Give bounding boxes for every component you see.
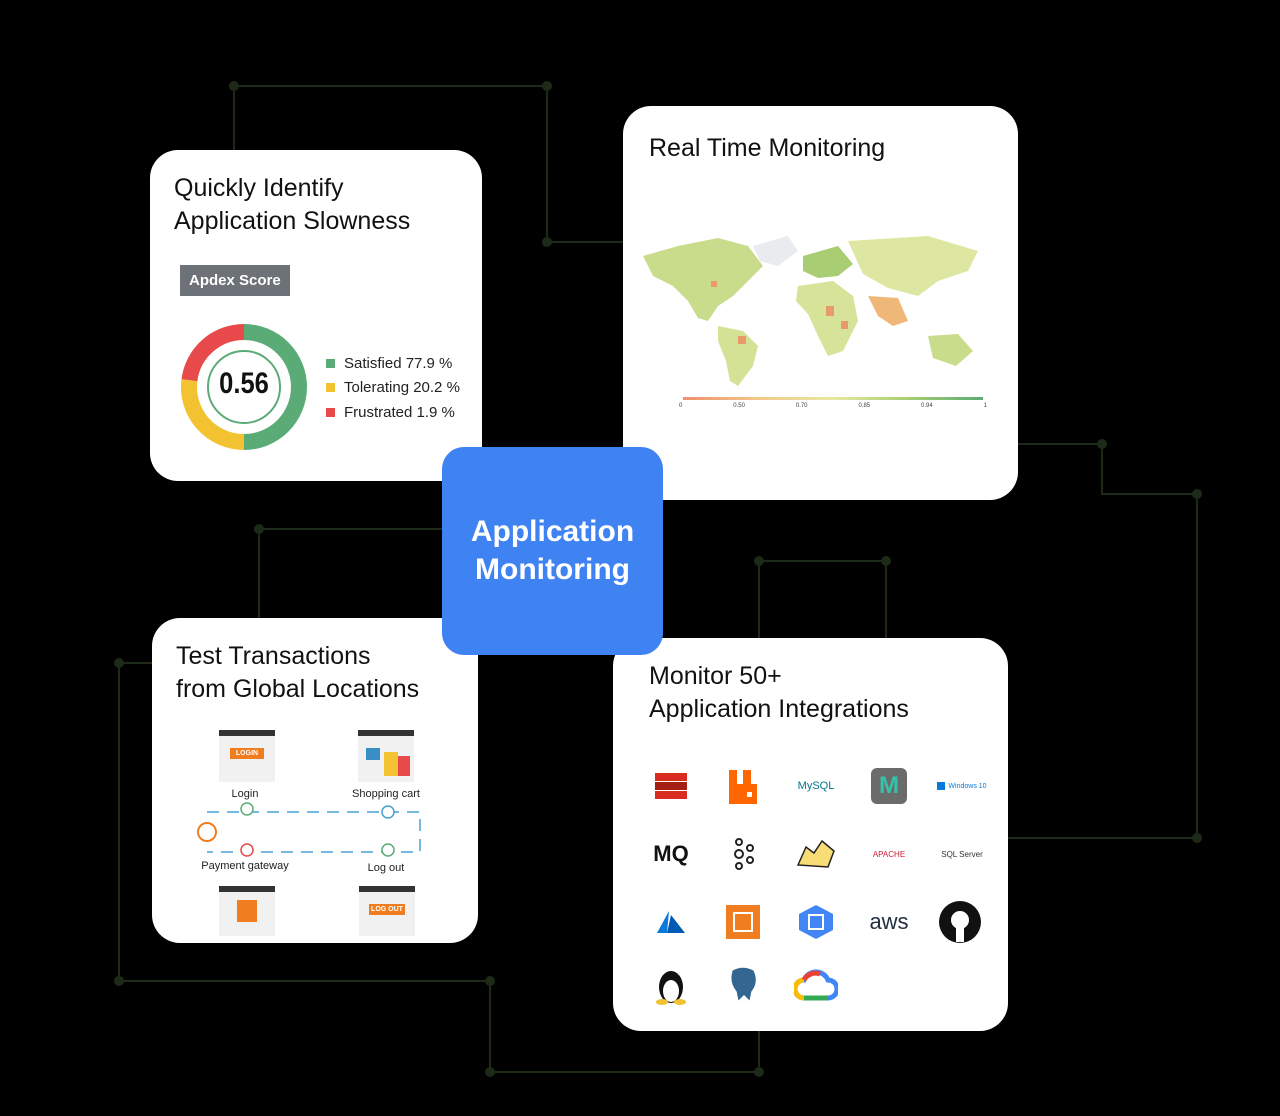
shopping-bag [398, 756, 410, 776]
flow-connector [197, 802, 421, 857]
logout-screen-icon: LOG OUT [359, 886, 415, 936]
legend-swatch [326, 359, 335, 368]
shopping-bag [384, 752, 398, 776]
rabbitmq-icon [720, 766, 766, 806]
integrations-card: Monitor 50+ Application Integrations MyS… [613, 638, 1008, 1031]
real-time-monitoring-card: Real Time Monitoring 0 0.50 0.70 0.85 0.… [623, 106, 1018, 500]
legend-frustrated: Frustrated 1.9 % [326, 404, 455, 421]
payment-screen-icon [219, 886, 275, 936]
login-screen-icon: LOGIN [219, 730, 275, 782]
test-transactions-card: Test Transactions from Global Locations … [152, 618, 478, 943]
donut-segment [181, 324, 245, 382]
aws-icon: aws [869, 909, 909, 934]
redis-icon [648, 766, 694, 806]
scale-tick: 0.70 [795, 403, 808, 409]
scale-tick: 0.50 [733, 403, 745, 409]
postgresql-icon [720, 965, 766, 1005]
transactions-card-title: Test Transactions from Global Locations [176, 642, 420, 703]
legend-swatch [326, 383, 335, 392]
world-map-icon [643, 236, 978, 386]
google-cloud-icon [793, 965, 839, 1005]
shopping-cart-label: Shopping cart [352, 788, 420, 800]
azure-icon [648, 902, 694, 942]
memcached-icon: M [866, 766, 912, 806]
donut-segment [181, 379, 245, 450]
legend-swatch [326, 408, 335, 417]
logout-button-graphic: LOG OUT [369, 904, 405, 915]
scale-bar [683, 397, 983, 400]
mysql-icon: MySQL [797, 780, 835, 792]
apache-icon: APACHE [872, 849, 906, 859]
integrations-card-title: Monitor 50+ Application Integrations [649, 662, 909, 723]
shopping-cart-icon [358, 730, 414, 782]
legend-satisfied: Satisfied 77.9 % [326, 355, 452, 372]
kafka-icon [720, 834, 766, 874]
payment-bag [237, 900, 257, 922]
mq-icon: MQ [653, 841, 689, 866]
apdex-card-title: Quickly Identify Application Slowness [174, 174, 411, 235]
scale-tick: 1 [983, 403, 987, 409]
logout-label: Log out [367, 862, 405, 874]
scale-tick: 0 [679, 403, 683, 409]
legend-tolerating: Tolerating 20.2 % [326, 379, 460, 396]
donut-segment [243, 324, 307, 450]
gcp-compute-icon [793, 902, 839, 942]
scale-ticks: 0 0.50 0.70 0.85 0.94 1 [679, 403, 987, 409]
cart-basket [366, 748, 380, 760]
payment-gateway-label: Payment gateway [201, 860, 289, 872]
aws-ec2-icon [720, 902, 766, 942]
score-ring [207, 350, 281, 424]
sql-server-icon: SQL Server [941, 849, 983, 859]
rtm-card-title: Real Time Monitoring [649, 134, 886, 162]
linux-icon [648, 965, 694, 1005]
apdex-score-value: 0.56 [219, 367, 269, 400]
github-icon [937, 901, 983, 943]
scale-tick: 0.85 [858, 403, 871, 409]
apdex-score-tag: Apdex Score [180, 265, 290, 296]
application-monitoring-tile: Application Monitoring [442, 447, 663, 655]
center-title: Application Monitoring [470, 515, 635, 586]
tomcat-icon [793, 834, 839, 874]
windows-icon: Windows 10 [937, 766, 987, 806]
apdex-donut [181, 324, 307, 450]
login-button-graphic: LOGIN [230, 748, 264, 759]
login-label: Login [231, 788, 259, 800]
scale-tick: 0.94 [921, 403, 933, 409]
apdex-card: Quickly Identify Application Slowness Ap… [150, 150, 482, 481]
